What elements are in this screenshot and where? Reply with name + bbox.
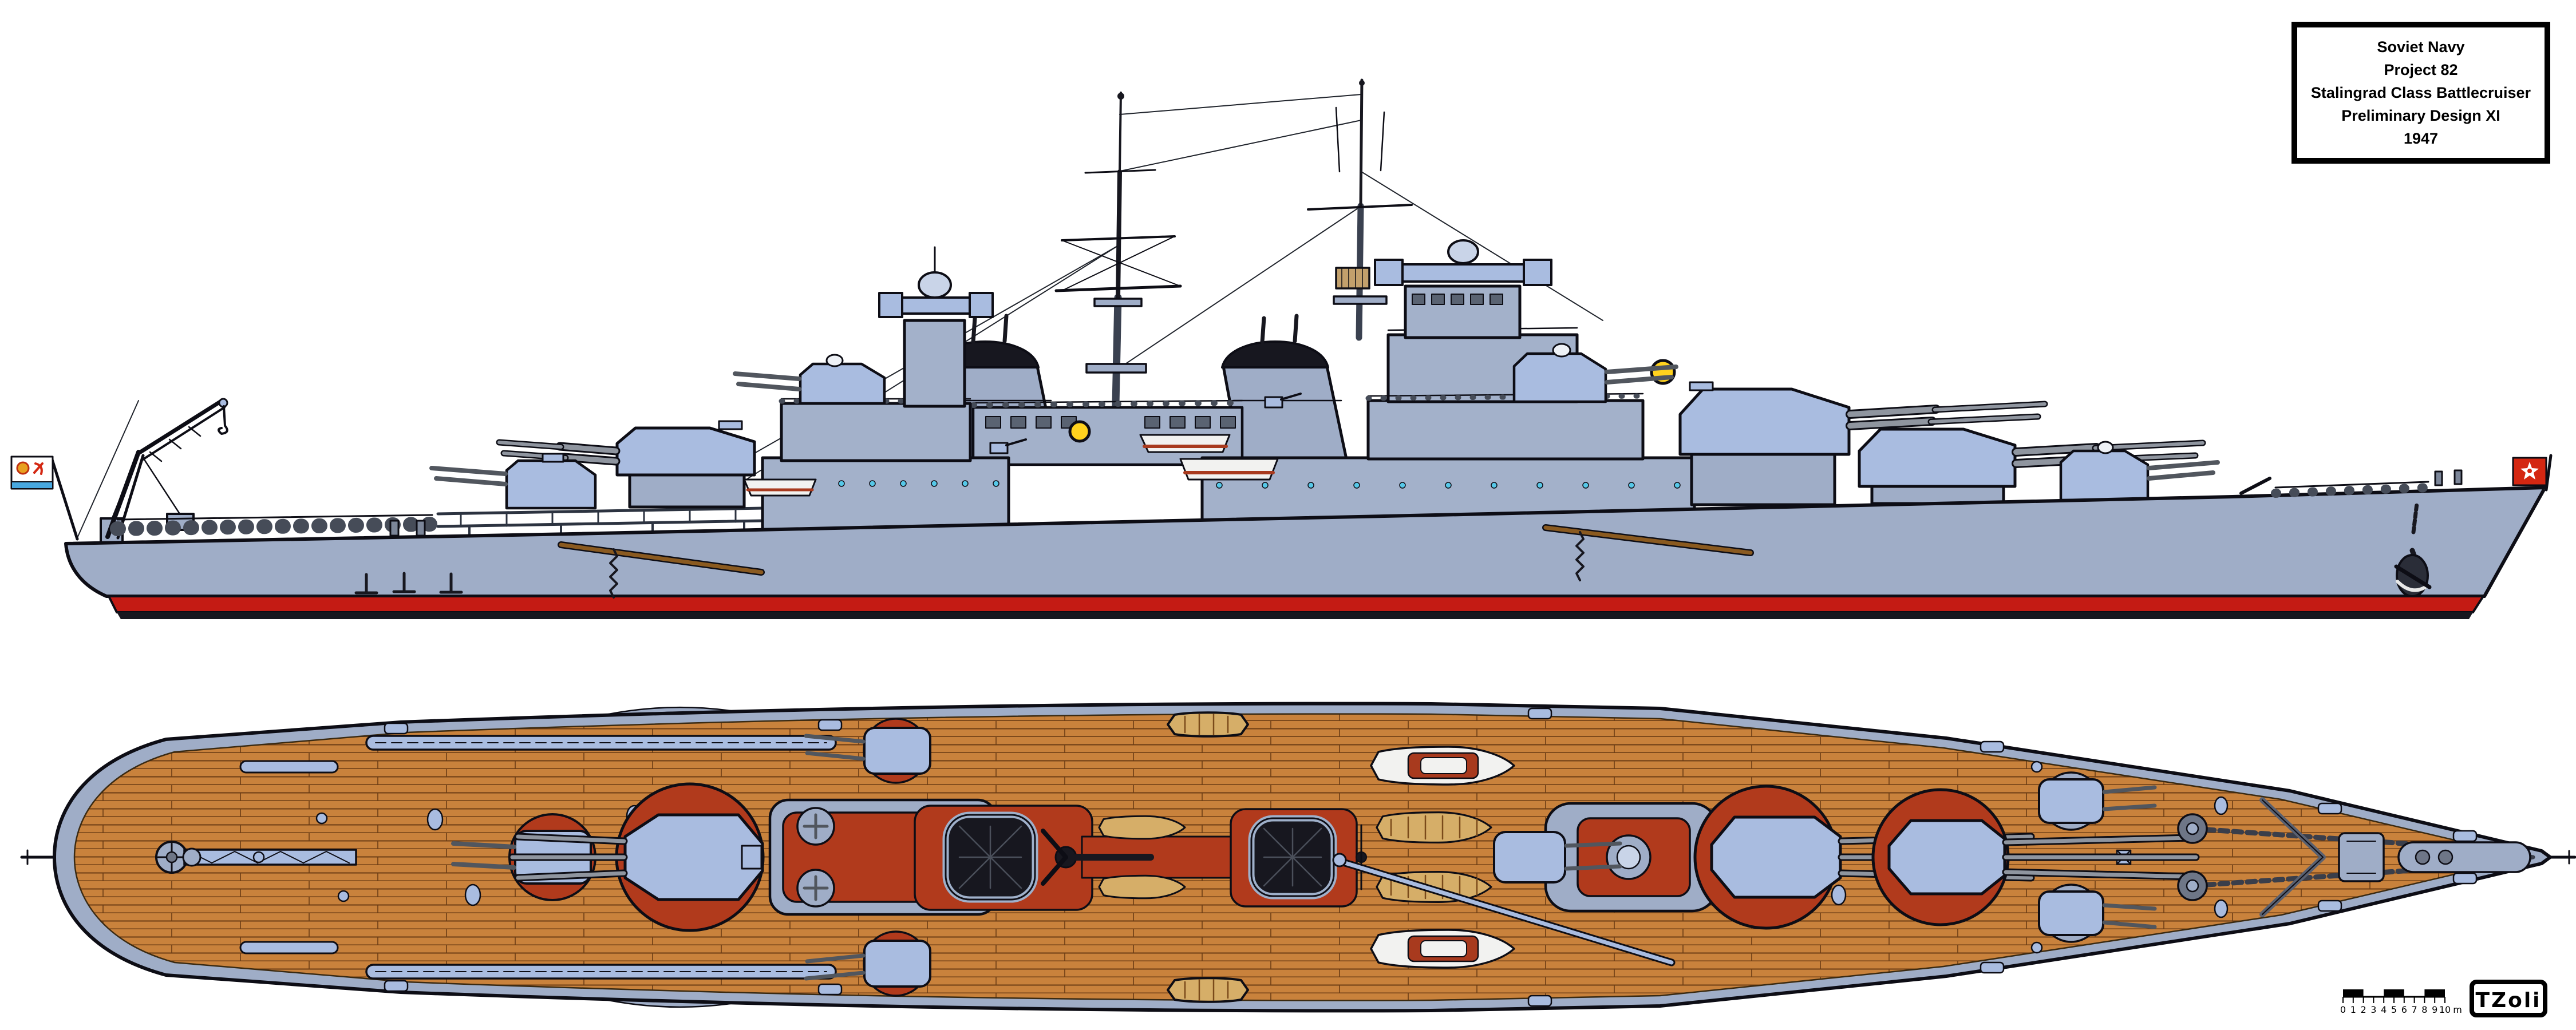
svg-text:10: 10 <box>2439 1004 2451 1015</box>
forward-superstructure-plan <box>1493 802 1719 913</box>
main-turret-1-plan <box>1871 788 2200 926</box>
svg-text:9: 9 <box>2432 1004 2437 1015</box>
waterline-band <box>117 612 2473 619</box>
deck-plan-view <box>20 702 2576 1013</box>
anchor-chain <box>2411 501 2419 534</box>
deck-hatches <box>252 760 2229 954</box>
rope-ladder <box>1575 531 1585 581</box>
midship-deckhouse <box>970 399 1245 466</box>
boot-stripe <box>108 595 2484 613</box>
stern-ensign <box>10 455 79 541</box>
main-turret-3-plan <box>508 782 765 932</box>
aa-mount <box>1264 393 1302 409</box>
mooring-bitts <box>384 707 2478 1007</box>
svg-text:8: 8 <box>2421 1004 2427 1015</box>
foremast <box>1307 78 1413 341</box>
artist-signature: TZoli <box>2470 980 2547 1017</box>
svg-text:0: 0 <box>2340 1004 2346 1015</box>
main-turret-2 <box>1678 381 2048 506</box>
bow-fittings-plan <box>2177 797 2535 917</box>
boat-boom <box>559 542 764 575</box>
secondary-turret-aft-super <box>733 354 886 405</box>
anchor <box>2394 501 2432 597</box>
aircraft-rails-plan <box>239 735 837 980</box>
svg-text:3: 3 <box>2370 1004 2376 1015</box>
bow-jack <box>2512 454 2553 492</box>
aa-tubs <box>796 807 835 908</box>
signature-text: TZoli <box>2475 989 2541 1012</box>
secondary-turrets-plan-forward-pair <box>2038 771 2157 943</box>
main-turret-1 <box>1858 427 2206 505</box>
capstans <box>2177 813 2208 901</box>
title-line-class: Stalingrad Class Battlecruiser <box>2310 84 2531 101</box>
side-profile-view <box>10 78 2553 619</box>
svg-text:1: 1 <box>2350 1004 2356 1015</box>
title-line-navy: Soviet Navy <box>2377 38 2465 56</box>
svg-text:5: 5 <box>2391 1004 2397 1015</box>
svg-text:6: 6 <box>2401 1004 2407 1015</box>
searchlight <box>1068 420 1091 443</box>
forward-funnel <box>1221 314 1348 461</box>
title-line-year: 1947 <box>2403 130 2439 147</box>
svg-text:2: 2 <box>2361 1004 2366 1015</box>
ship-boats-plan <box>1098 711 1515 1003</box>
secondary-turret-quarterdeck <box>429 453 597 510</box>
main-rangefinder <box>1381 263 1544 283</box>
secondary-turrets-plan-aft-pair <box>804 718 931 997</box>
title-block: Soviet Navy Project 82 Stalingrad Class … <box>2291 22 2550 164</box>
hull-details <box>110 469 2463 599</box>
svg-text:4: 4 <box>2381 1004 2387 1015</box>
boat-crane-boom-plan <box>1332 853 1676 966</box>
secondary-turret-forward-super <box>1512 343 1678 403</box>
svg-text:m: m <box>2453 1004 2462 1015</box>
ship-boats-profile <box>743 434 1279 497</box>
scale-bar: 0 1 2 3 4 5 6 7 8 9 10 m <box>2340 989 2462 1015</box>
main-turret-3 <box>496 420 756 509</box>
forward-funnel-plan <box>1248 815 1337 900</box>
svg-text:7: 7 <box>2412 1004 2417 1015</box>
title-line-project: Project 82 <box>2384 61 2458 78</box>
rope-ladder <box>609 548 618 599</box>
aa-mount <box>989 438 1027 454</box>
stern-crane-plan <box>182 847 357 867</box>
radar-antenna <box>1335 267 1370 290</box>
scale-bar-labels: 0 1 2 3 4 5 6 7 8 9 10 m <box>2340 1004 2462 1015</box>
portholes <box>1216 482 1681 489</box>
mainmast-plan <box>1041 829 1154 886</box>
bridge-windows <box>1412 294 1503 305</box>
hull-profile <box>64 486 2547 619</box>
aft-director-tower <box>903 319 966 408</box>
aft-funnel-plan <box>942 811 1038 903</box>
secondary-turret-plan-forward-center <box>1493 831 1622 884</box>
funnel-cap <box>1221 340 1329 369</box>
title-line-design: Preliminary Design XI <box>2341 107 2500 124</box>
secondary-turret-foredeck <box>2059 441 2220 502</box>
